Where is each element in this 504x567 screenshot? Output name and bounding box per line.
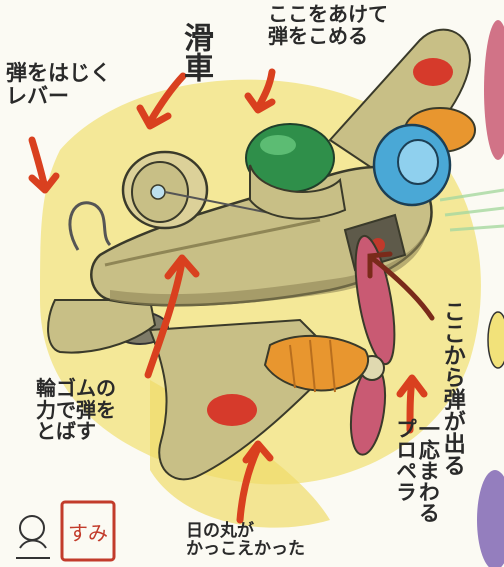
fuselage-stripe: [104, 218, 321, 267]
pulley-label: 滑車: [178, 22, 213, 82]
engine-nacelle-stripes: [289, 339, 336, 393]
pulley-string: [164, 191, 281, 216]
edge-cowl: [477, 470, 504, 567]
artist-seal: すみ: [60, 500, 116, 562]
propeller-spins-label: 一応まわる プロペラ: [393, 418, 441, 523]
fuselage-shadow: [110, 225, 428, 307]
dark-arrow: [367, 251, 435, 321]
open-here-label: ここをあけて 弾をこめる: [268, 2, 388, 48]
tail-hook: [68, 201, 112, 251]
edge-propeller: [484, 20, 504, 160]
lever-label: 弾をはじく レバー: [6, 61, 111, 108]
tail-stabilizer: [47, 299, 157, 354]
speed-lines: [439, 188, 504, 232]
signature-doodle: [16, 515, 50, 559]
cockpit-highlight: [260, 135, 296, 155]
pulley-axle: [150, 184, 166, 200]
cockpit-base: [249, 164, 347, 220]
rubber-band-label: 輪ゴムの 力で弾を とばす: [36, 376, 116, 444]
nose-spinner-center: [397, 139, 439, 185]
bullet-out-label: ここから弾が出る: [439, 300, 465, 476]
hinomaru-upper-wing: [413, 58, 453, 86]
hinomaru-lower-wing: [207, 394, 257, 426]
lower-propeller: [349, 234, 396, 456]
pointer-arrows: [28, 68, 428, 524]
hinomaru-label: 日の丸が かっこえかった: [186, 521, 305, 560]
stamp-text: すみ: [68, 521, 108, 545]
edge-round: [487, 311, 504, 369]
